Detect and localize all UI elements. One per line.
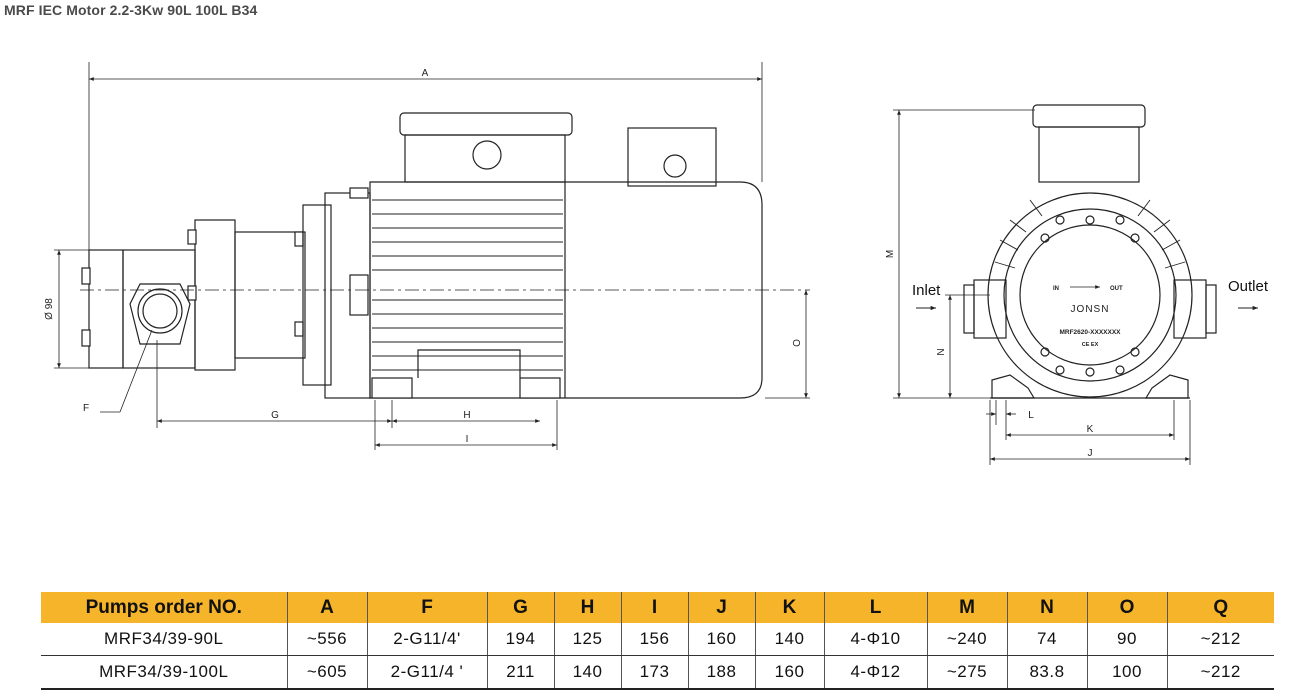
nameplate-cert: CE EX <box>1082 342 1099 348</box>
dim-label-j: J <box>1088 448 1093 459</box>
table-cell: 100 <box>1087 655 1168 690</box>
table-cell: ~275 <box>927 655 1008 690</box>
table-cell: 125 <box>554 623 622 656</box>
inlet-label: Inlet <box>912 282 941 299</box>
header-cell: A <box>287 592 368 623</box>
dim-label-l: L <box>1028 410 1034 421</box>
header-cell: O <box>1087 592 1168 623</box>
nameplate-model: MRF2620-XXXXXXX <box>1059 329 1121 336</box>
header-cell: J <box>688 592 756 623</box>
table-cell: 140 <box>554 655 622 690</box>
header-cell: Pumps order NO. <box>41 592 288 623</box>
table-row: MRF34/39-90L ~556 2-G11/4' 194 125 156 1… <box>41 623 1274 656</box>
dim-label-h: H <box>463 410 470 421</box>
table-cell: ~212 <box>1167 655 1274 690</box>
table-cell: 90 <box>1087 623 1168 656</box>
table-cell: 2-G11/4' <box>367 623 488 656</box>
table-cell: ~556 <box>287 623 368 656</box>
dim-label-g: G <box>271 410 279 421</box>
table-cell: 188 <box>688 655 756 690</box>
header-cell: G <box>487 592 555 623</box>
front-view <box>893 104 1258 465</box>
dim-label-i: I <box>466 434 469 445</box>
table-cell: 160 <box>755 655 825 690</box>
table-cell: ~605 <box>287 655 368 690</box>
header-cell: I <box>621 592 689 623</box>
side-view <box>54 62 810 450</box>
table-cell: 194 <box>487 623 555 656</box>
table-cell: 211 <box>487 655 555 690</box>
table-header-row: Pumps order NO. A F G H I J K L M N O Q <box>41 592 1274 623</box>
header-cell: Q <box>1167 592 1274 623</box>
header-cell: L <box>824 592 928 623</box>
nameplate-out-label: OUT <box>1110 286 1123 292</box>
outlet-label: Outlet <box>1228 278 1269 295</box>
dim-label-k: K <box>1087 424 1094 435</box>
header-cell: M <box>927 592 1008 623</box>
spec-table: Pumps order NO. A F G H I J K L M N O Q … <box>41 592 1274 690</box>
table-cell: 4-Φ12 <box>824 655 928 690</box>
table-cell: 2-G11/4 ' <box>367 655 488 690</box>
table-cell: 160 <box>688 623 756 656</box>
header-cell: H <box>554 592 622 623</box>
technical-drawing: A F G H I O Ø 98 <box>44 62 1269 465</box>
table-cell: ~240 <box>927 623 1008 656</box>
table-cell: MRF34/39-90L <box>41 623 288 656</box>
diameter-label: Ø 98 <box>44 298 55 320</box>
header-cell: F <box>367 592 488 623</box>
table-cell: MRF34/39-100L <box>41 655 288 690</box>
dim-label-a: A <box>422 68 429 79</box>
nameplate-in-label: IN <box>1053 286 1059 292</box>
page-title: MRF IEC Motor 2.2-3Kw 90L 100L B34 <box>4 2 258 18</box>
table-cell: 173 <box>621 655 689 690</box>
dim-label-o: O <box>792 339 803 347</box>
table-cell: 156 <box>621 623 689 656</box>
table-cell: 74 <box>1007 623 1088 656</box>
header-cell: K <box>755 592 825 623</box>
table-cell: 83.8 <box>1007 655 1088 690</box>
nameplate-brand: JONSN <box>1071 304 1110 315</box>
dim-label-f: F <box>83 403 89 414</box>
table-cell: 140 <box>755 623 825 656</box>
table-cell: ~212 <box>1167 623 1274 656</box>
dim-label-n: N <box>936 348 947 355</box>
table-row: MRF34/39-100L ~605 2-G11/4 ' 211 140 173… <box>41 655 1274 690</box>
header-cell: N <box>1007 592 1088 623</box>
table-cell: 4-Φ10 <box>824 623 928 656</box>
dim-label-m: M <box>885 250 896 258</box>
